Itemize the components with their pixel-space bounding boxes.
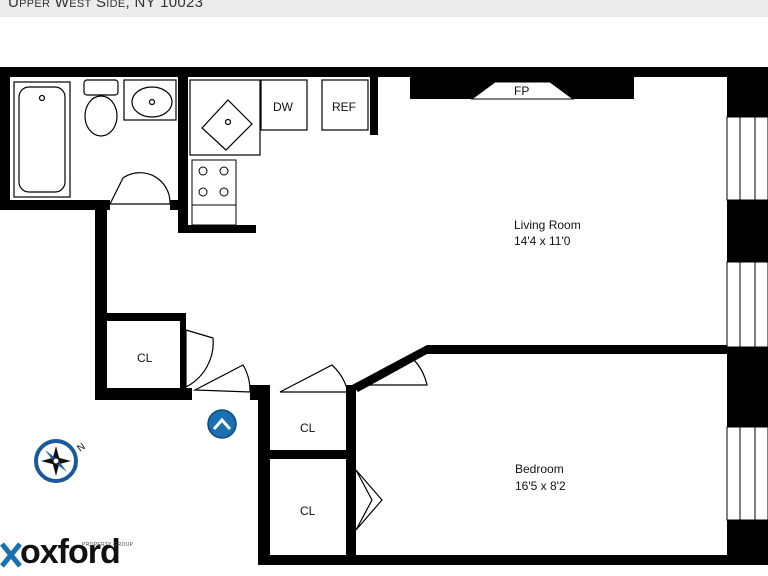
wall-living-bedroom xyxy=(427,345,727,354)
address-text: Upper West Side, NY 10023 xyxy=(8,0,204,11)
wall-closet-right xyxy=(180,313,186,388)
wall-closet-mid xyxy=(258,450,356,459)
oxford-logo-icon xyxy=(0,542,22,568)
entry-marker-icon xyxy=(207,409,237,439)
bath-sink-icon xyxy=(123,79,177,121)
toilet-icon xyxy=(83,79,119,137)
wall-bath-kitchen xyxy=(178,77,188,232)
wall-right-3 xyxy=(727,347,768,427)
wall-entry-jamb xyxy=(250,385,270,400)
wall-bath-door-jamb xyxy=(170,200,188,210)
wall-hall-left xyxy=(95,200,107,400)
wall-right-1 xyxy=(727,67,768,117)
closet-label-hall: CL xyxy=(137,351,153,365)
closet-label-lower: CL xyxy=(300,504,316,518)
bedroom-label: Bedroom xyxy=(515,462,564,476)
brand-name: oxford xyxy=(20,533,121,571)
wall-top xyxy=(0,67,768,77)
counter xyxy=(191,204,237,226)
wall-bedroom-left xyxy=(346,385,356,565)
compass-north-label: N xyxy=(75,441,87,454)
brand-logo: oxford PROPERTY GROUP xyxy=(0,533,140,574)
wall-bottom xyxy=(258,555,728,565)
wall-right-4 xyxy=(727,520,768,565)
bathtub-icon xyxy=(13,81,71,198)
compass-icon xyxy=(34,439,78,483)
windows-right xyxy=(726,116,768,521)
wall-hall-bottom xyxy=(95,388,192,400)
dishwasher-label: DW xyxy=(273,100,294,114)
fireplace-label: FP xyxy=(514,84,529,98)
kitchen-sink-icon xyxy=(189,79,261,156)
living-room-dims: 14'4 x 11'0 xyxy=(514,234,571,248)
dishwasher xyxy=(260,79,308,131)
brand-tagline: PROPERTY GROUP xyxy=(82,542,134,548)
wall-kitchen-right xyxy=(370,77,378,135)
doors xyxy=(109,172,428,531)
living-room-label: Living Room xyxy=(514,218,581,232)
wall-closet-top xyxy=(107,313,182,321)
wall-kitchen-bottom xyxy=(178,225,256,233)
bedroom-dims: 16'5 x 8'2 xyxy=(515,479,566,493)
wall-closet-left xyxy=(258,392,270,565)
refrigerator-label: REF xyxy=(332,100,356,114)
address-header: Upper West Side, NY 10023 xyxy=(0,0,768,17)
refrigerator xyxy=(321,79,369,131)
wall-bath-bottom xyxy=(0,200,110,210)
wall-bath-left xyxy=(0,67,10,210)
wall-right-2 xyxy=(727,200,768,262)
stove-icon xyxy=(191,159,237,206)
closet-label-upper: CL xyxy=(300,421,316,435)
fireplace xyxy=(470,81,575,100)
